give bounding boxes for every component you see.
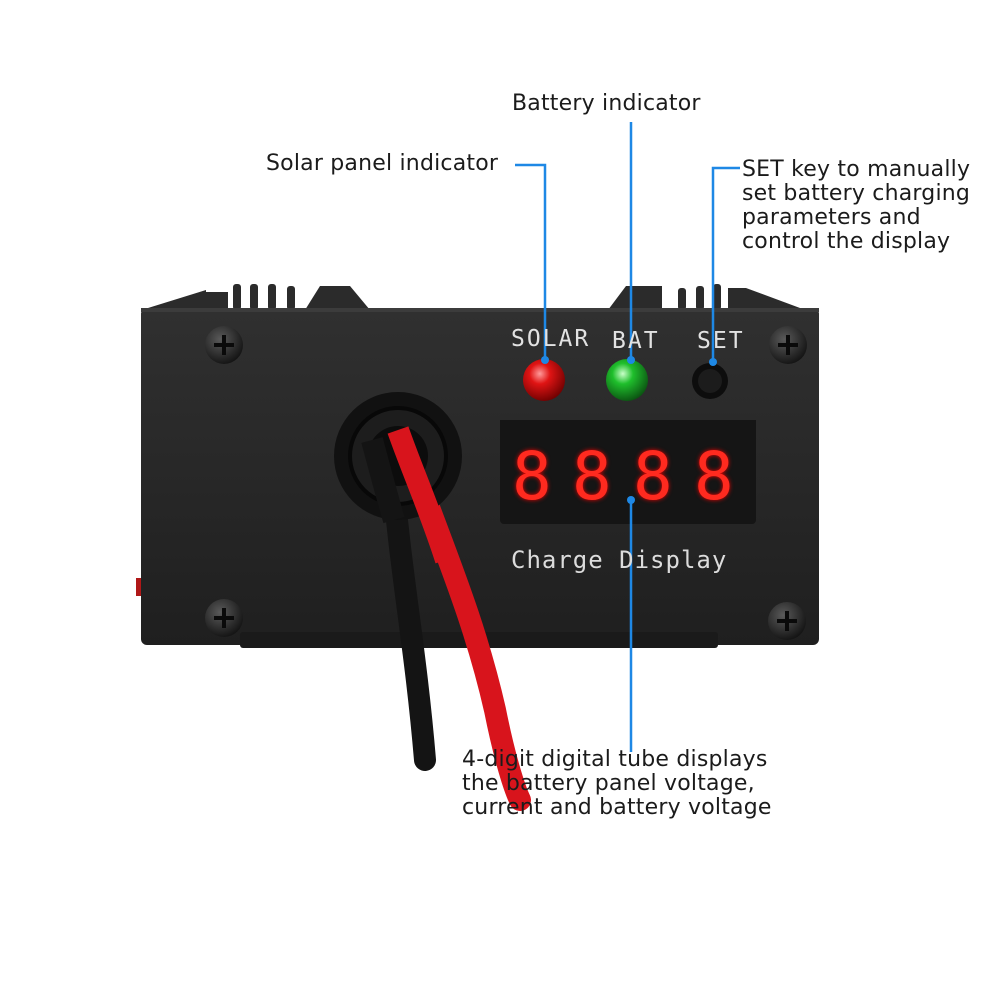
screw-icon (205, 599, 243, 637)
leader-lines (515, 122, 740, 752)
charger-enclosure (141, 308, 819, 645)
heat-sink-fins (148, 284, 800, 312)
charge-display-caption: Charge Display (511, 546, 728, 574)
bat-label: BAT (612, 328, 660, 354)
display-digit: 8 (512, 438, 552, 515)
set-key-callout: SET key to manually set battery charging… (742, 157, 971, 254)
screw-icon (768, 602, 806, 640)
battery-led-icon (606, 359, 648, 401)
set-label: SET (697, 328, 745, 354)
digital-tube-callout: 4-digit digital tube displays the batter… (462, 747, 772, 820)
solar-indicator-callout: Solar panel indicator (266, 151, 499, 176)
set-button[interactable] (692, 363, 728, 399)
battery-indicator-callout: Battery indicator (512, 91, 701, 116)
display-digit: 8 (694, 438, 734, 515)
screw-icon (769, 326, 807, 364)
display-digit: 8 (633, 438, 673, 515)
solar-label: SOLAR (511, 326, 591, 352)
solar-led-icon (523, 359, 565, 401)
screw-icon (205, 326, 243, 364)
digital-display (500, 414, 756, 524)
display-digit: 8 (572, 438, 612, 515)
